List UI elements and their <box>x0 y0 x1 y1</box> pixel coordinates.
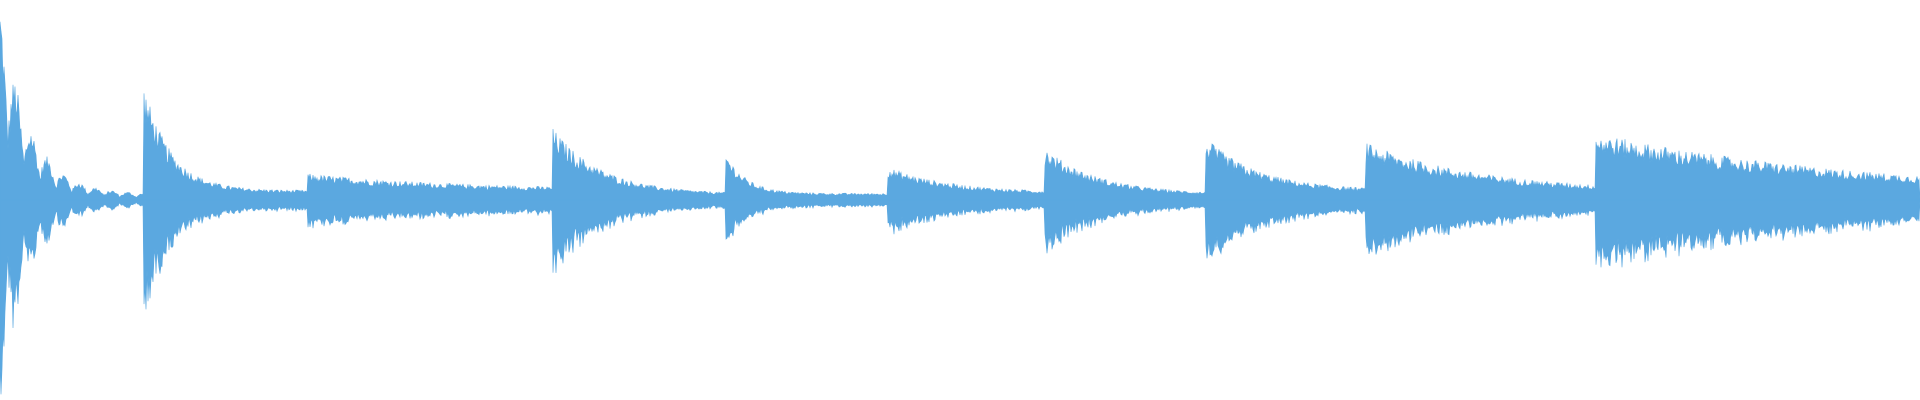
waveform-envelope <box>0 21 1920 395</box>
